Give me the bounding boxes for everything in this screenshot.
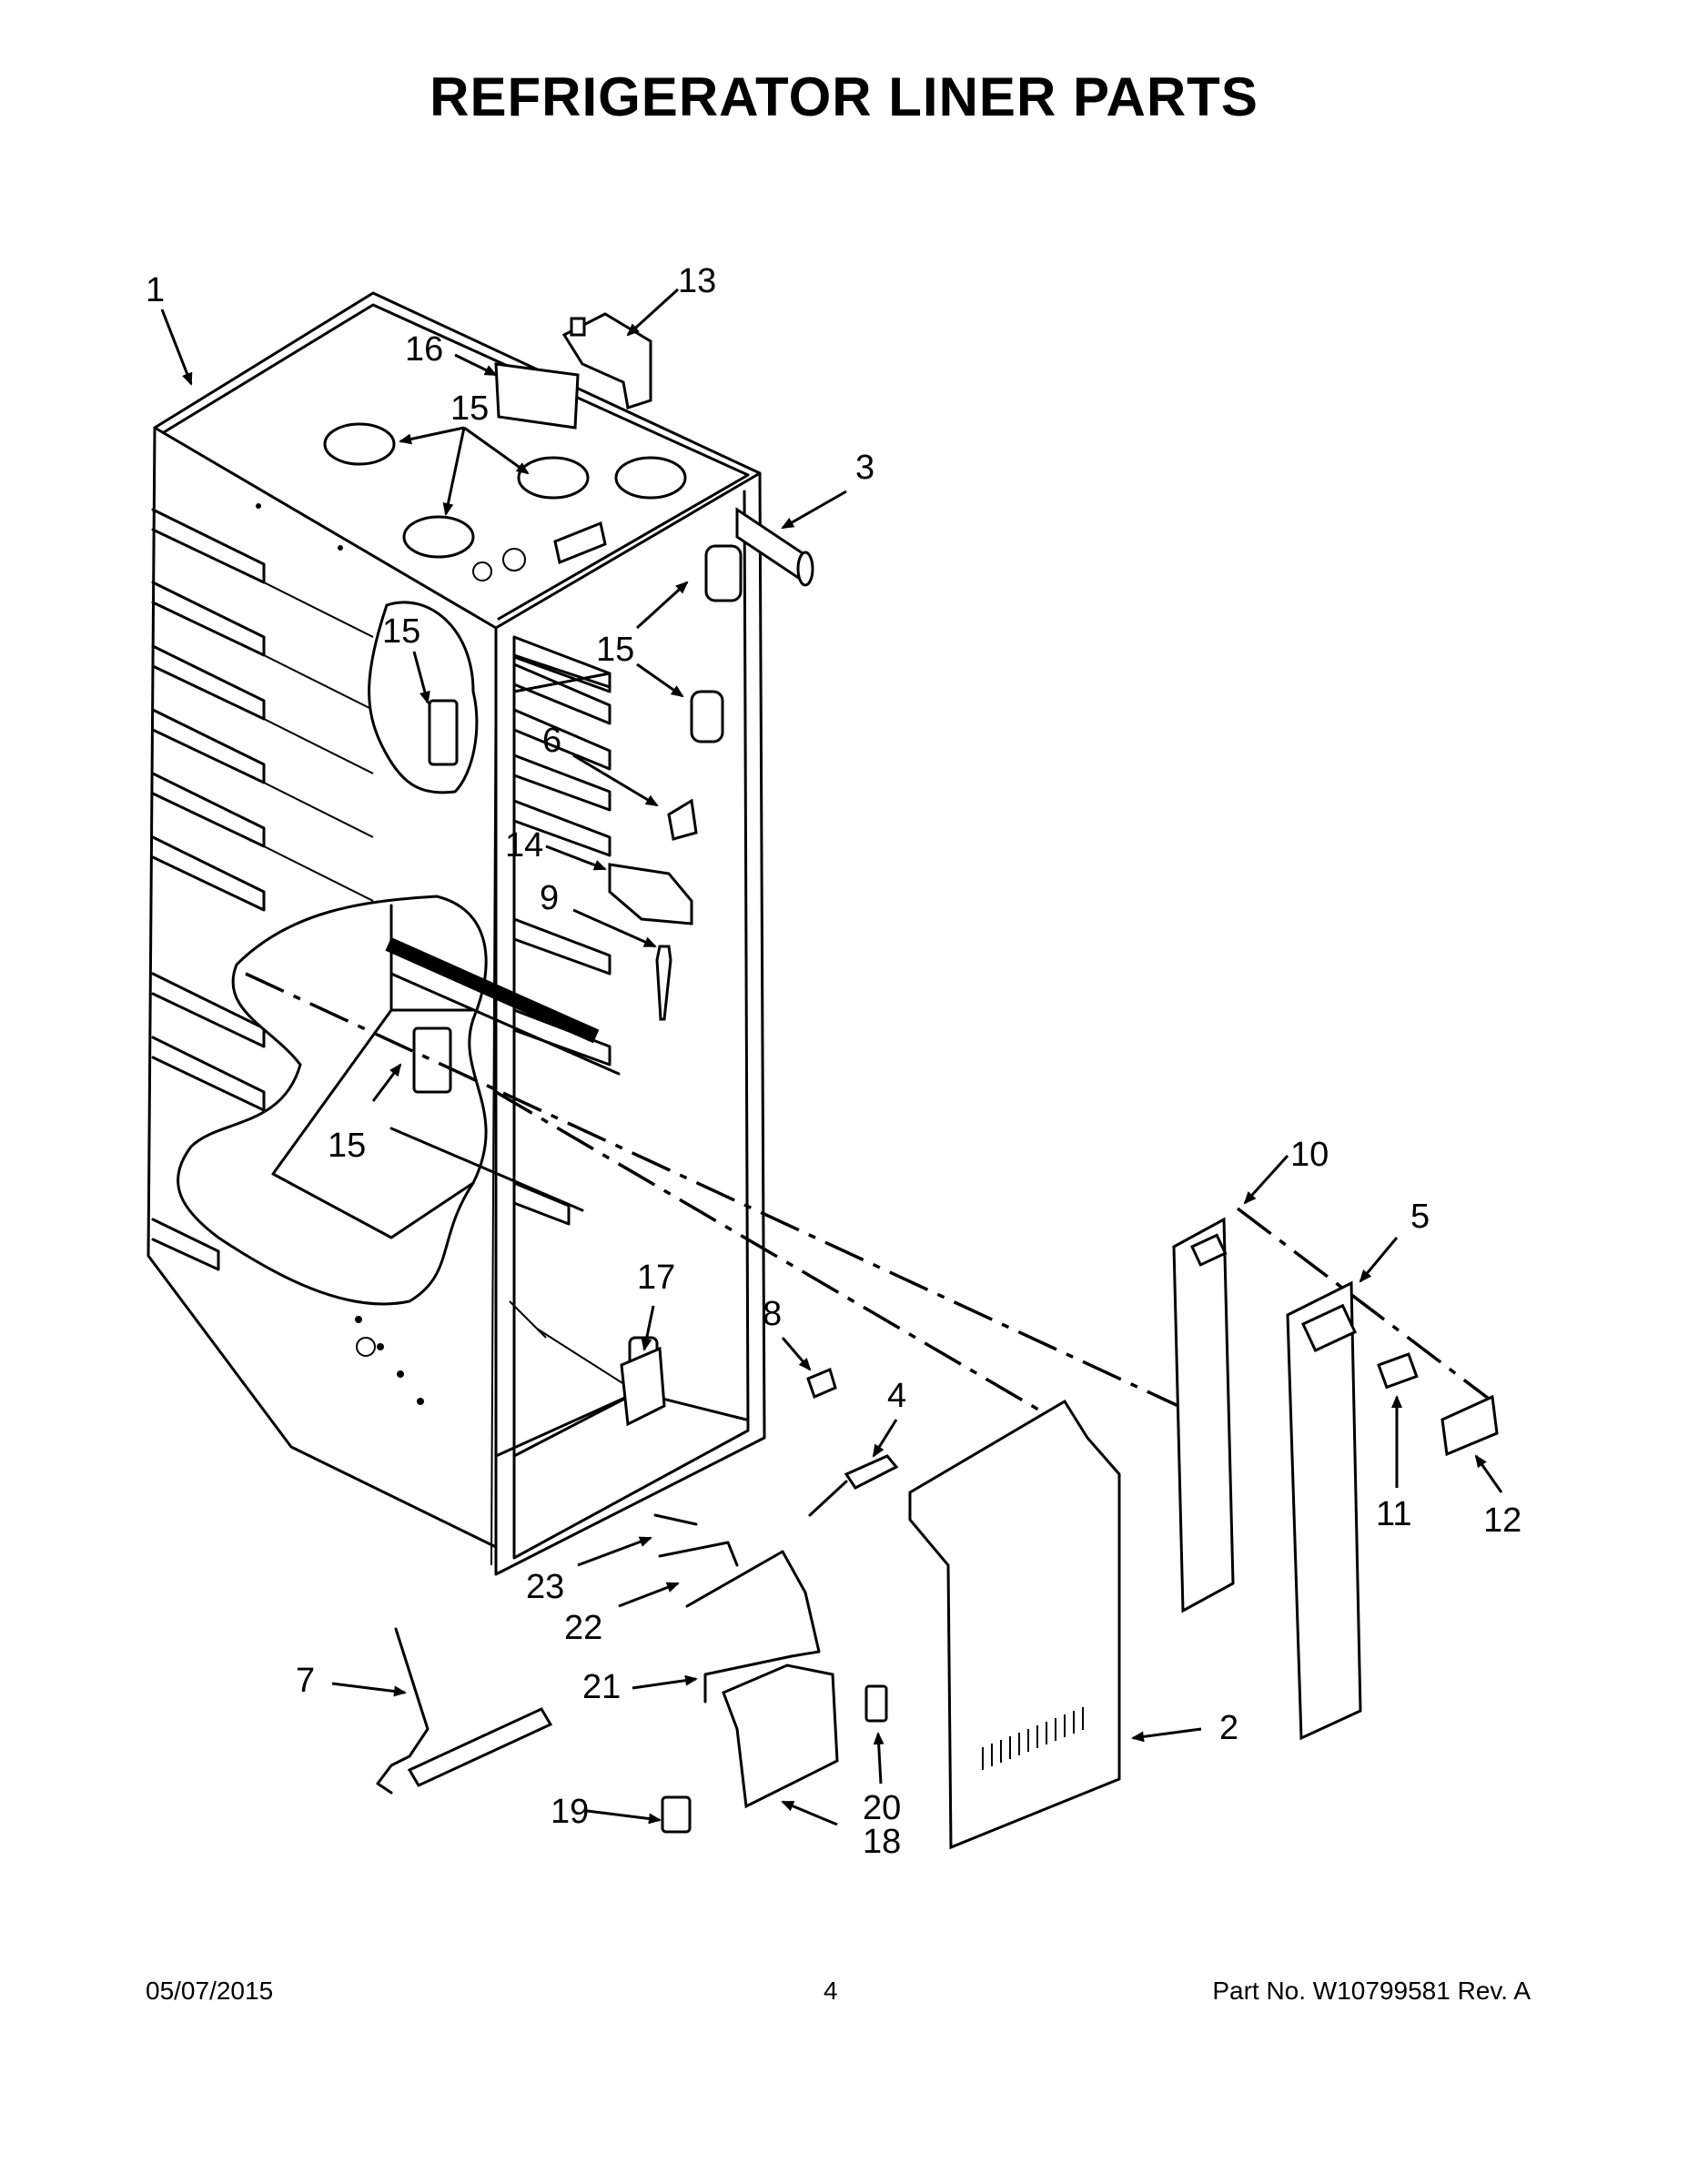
callout-11: 11	[1376, 1495, 1412, 1533]
callout-13: 13	[678, 262, 717, 300]
footer-date: 05/07/2015	[146, 1977, 274, 2005]
callout-20: 20	[863, 1789, 902, 1827]
right-wall-parts	[608, 544, 743, 1367]
part-10-panel	[1172, 1217, 1235, 1613]
callout-6: 6	[542, 722, 562, 760]
shelf-ribs-left	[151, 508, 374, 1271]
callout-15-left: 15	[382, 612, 421, 651]
page-title: REFRIGERATOR LINER PARTS	[430, 66, 1258, 127]
part-3-water-filter	[735, 507, 814, 587]
callout-15-lower: 15	[328, 1127, 367, 1165]
callout-22: 22	[564, 1609, 603, 1647]
callout-9: 9	[540, 879, 560, 917]
callout-14: 14	[505, 826, 544, 864]
shelf-ribs-right	[512, 635, 612, 1226]
callout-16: 16	[405, 330, 444, 369]
callout-8: 8	[763, 1295, 783, 1333]
callout-3: 3	[855, 449, 875, 487]
callout-7: 7	[296, 1662, 316, 1700]
callout-18: 18	[863, 1823, 902, 1861]
callout-10: 10	[1290, 1136, 1329, 1174]
callout-19: 19	[551, 1793, 590, 1831]
part-7-defrost-heater	[376, 1627, 553, 1795]
callout-5: 5	[1410, 1198, 1430, 1236]
callout-21: 21	[582, 1668, 622, 1706]
footer-part-number: Part No. W10799581 Rev. A	[1212, 1977, 1531, 2005]
callout-12: 12	[1483, 1502, 1522, 1540]
top-components	[323, 312, 687, 1094]
callout-2: 2	[1219, 1709, 1239, 1747]
callout-4: 4	[887, 1377, 907, 1415]
footer-page-number: 4	[824, 1977, 838, 2005]
part-2-evaporator-cover	[908, 1399, 1121, 1850]
leader-arrows	[160, 288, 1503, 1826]
part-5-panel	[1286, 1280, 1362, 1741]
callout-15-right: 15	[596, 631, 635, 669]
callout-17: 17	[637, 1259, 676, 1297]
callout-15-top: 15	[450, 389, 490, 428]
callout-1: 1	[146, 271, 166, 309]
callout-23: 23	[526, 1568, 565, 1606]
